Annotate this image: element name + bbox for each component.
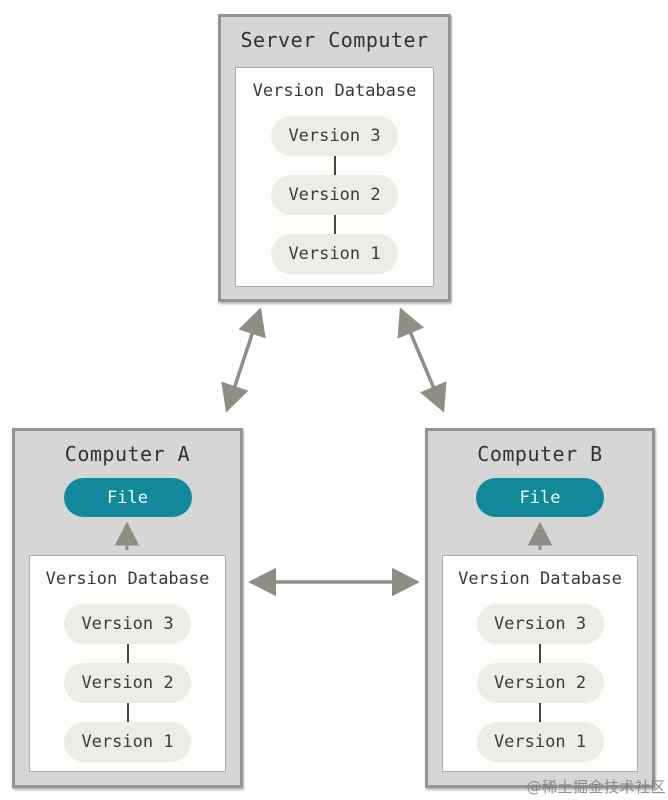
computer-a-version-database-title: Version Database [45, 569, 210, 589]
server-version-3-pill: Version 3 [271, 116, 398, 156]
computer-b-version-2-pill: Version 2 [476, 663, 604, 703]
version-connector-line [539, 703, 541, 722]
server-computer-title: Server Computer [240, 28, 429, 52]
server-version-2-pill: Version 2 [271, 175, 398, 215]
version-connector-line [126, 703, 129, 722]
version-connector-line [539, 644, 541, 663]
computer-a-title: Computer A [64, 442, 191, 466]
server-version-1-pill: Version 1 [271, 234, 398, 274]
computer-b-box: Computer B File Version Database Version… [425, 428, 655, 788]
version-connector-line [126, 644, 129, 663]
computer-b-title: Computer B [477, 442, 603, 466]
computer-a-file-pill: File [63, 478, 192, 517]
version-connector-line [333, 156, 336, 175]
watermark-text: @稀土掘金技术社区 [526, 778, 666, 796]
computer-b-version-database-title: Version Database [458, 569, 622, 589]
computer-a-version-1-pill: Version 1 [64, 722, 191, 762]
computer-a-box: Computer A File Version Database Version… [12, 428, 243, 788]
server-version-database-title: Version Database [252, 81, 417, 101]
computer-b-version-1-pill: Version 1 [476, 722, 604, 762]
computer-a-version-2-pill: Version 2 [64, 663, 191, 703]
server-version-database-box: Version Database Version 3 Version 2 Ver… [235, 67, 434, 287]
arrow-server-computer-a [221, 307, 266, 413]
server-computer-box: Server Computer Version Database Version… [218, 14, 451, 302]
computer-a-version-database-box: Version Database Version 3 Version 2 Ver… [29, 555, 226, 772]
computer-a-version-3-pill: Version 3 [64, 604, 191, 644]
arrow-server-computer-b [397, 307, 447, 413]
computer-b-file-pill: File [476, 478, 604, 517]
computer-b-version-database-box: Version Database Version 3 Version 2 Ver… [442, 555, 638, 772]
computer-b-version-3-pill: Version 3 [476, 604, 604, 644]
version-connector-line [333, 215, 336, 234]
